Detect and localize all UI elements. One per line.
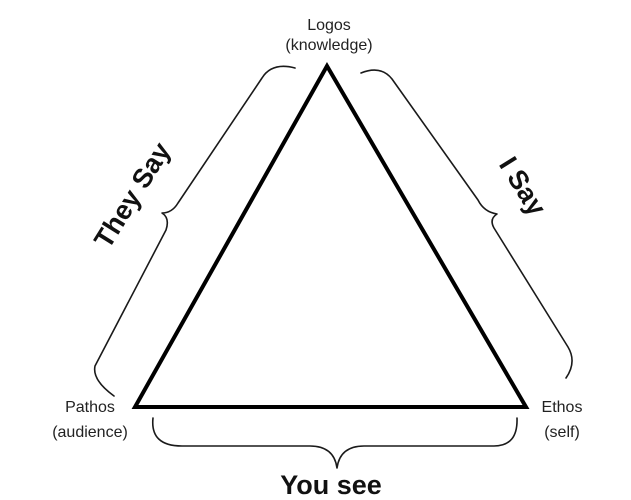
left-side-brace [93,65,296,397]
rhetorical-triangle [131,61,530,409]
ethos-label: Ethos [542,399,583,416]
pathos-detail: (audience) [52,424,128,441]
ethos-detail: (self) [544,424,580,441]
bottom-side-brace [151,417,518,469]
right-side-brace [360,69,573,379]
logos-detail: (knowledge) [285,37,372,54]
pathos-label: Pathos [65,399,115,416]
you-see-label: You see [280,470,382,500]
i-say-label: I Say [493,152,552,221]
logos-label: Logos [307,17,351,34]
